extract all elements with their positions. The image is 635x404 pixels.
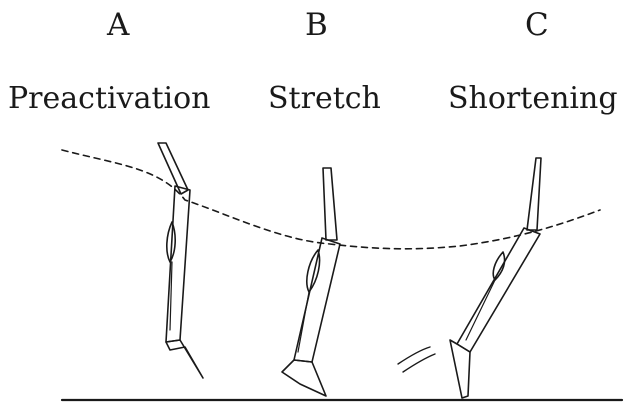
trajectory-dashed-line: [62, 150, 600, 249]
leg-c-tendon: [466, 280, 495, 340]
leg-b-stretch: [282, 168, 340, 396]
leg-c-thigh: [527, 158, 541, 230]
leg-b-tendon: [298, 292, 309, 352]
leg-c-shortening: [450, 158, 541, 398]
leg-b-thigh: [323, 168, 337, 240]
leg-a-preactivation: [158, 143, 203, 378]
leg-a-thigh: [158, 143, 188, 194]
leg-a-shank: [166, 186, 190, 342]
leg-b-shank: [294, 238, 340, 362]
leg-c-foot: [450, 340, 470, 398]
motion-lines: [398, 347, 435, 372]
leg-a-foot: [166, 340, 203, 378]
leg-b-foot: [282, 360, 326, 396]
